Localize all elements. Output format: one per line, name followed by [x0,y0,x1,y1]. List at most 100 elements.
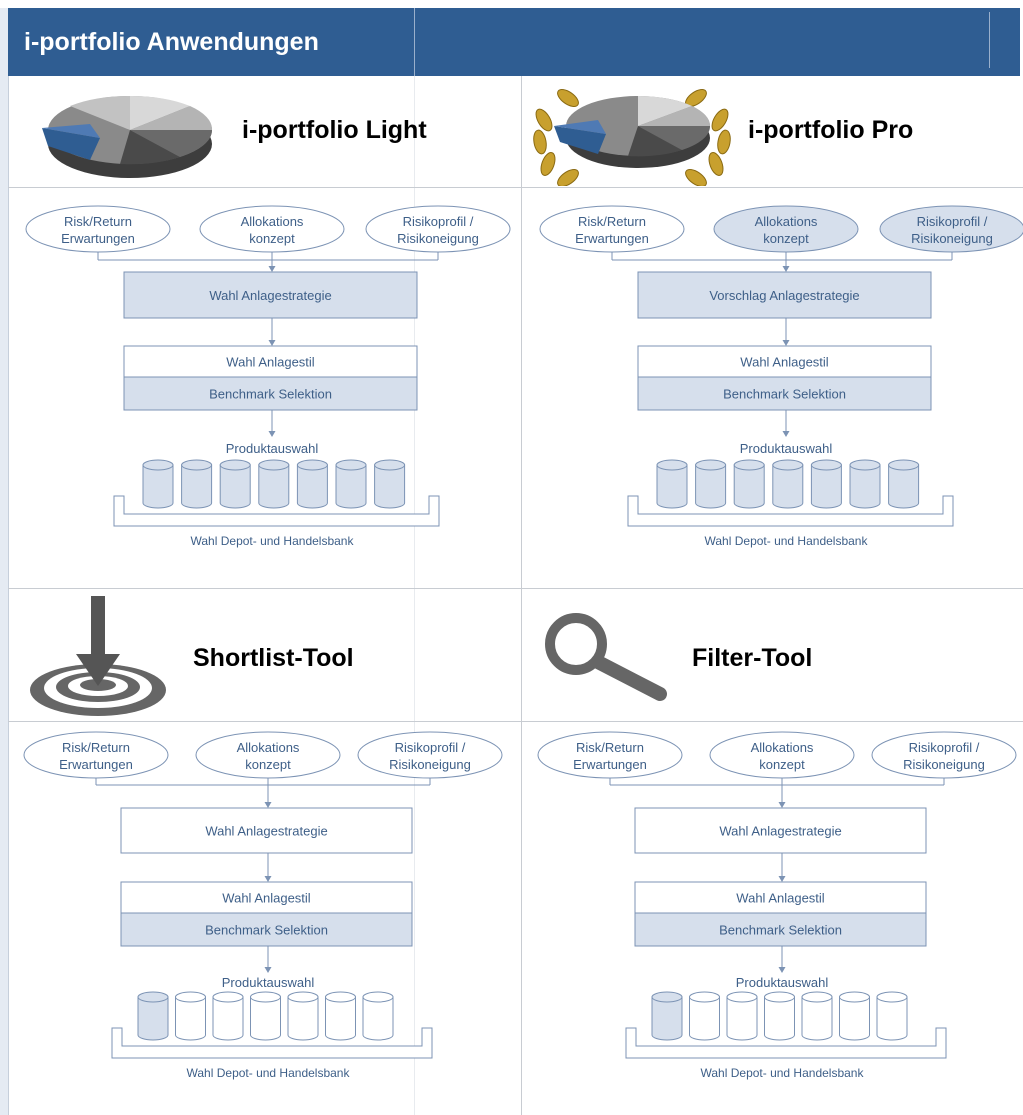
benchmark-box: Benchmark Selektion [120,912,413,947]
grid-line-row2 [8,588,1023,589]
anlagestil-box: Wahl Anlagestil [123,345,418,378]
benchmark-label: Benchmark Selektion [723,387,846,402]
target-arrow-icon [30,596,166,716]
input-oval-label-line1: Risikoprofil / [909,740,980,755]
depot-label: Wahl Depot- und Handelsbank [701,1066,865,1080]
anlagestil-box: Wahl Anlagestil [637,345,932,378]
anlagestil-label: Wahl Anlagestil [226,355,315,370]
input-oval-label-line2: Erwartungen [573,757,647,772]
arrow-to-produkt-head [782,431,790,437]
quadrant-title-filter: Filter-Tool [692,644,813,672]
product-cylinder [137,991,169,1041]
input-oval-label-line1: Risikoprofil / [403,214,474,229]
input-oval-3: Risikoprofil /Risikoneigung [871,731,1017,779]
product-cylinder [876,991,908,1041]
product-cylinder [801,991,833,1041]
product-cylinder [335,459,367,509]
product-cylinder [726,991,758,1041]
input-oval-label-line2: Erwartungen [59,757,133,772]
input-oval-label-line2: konzept [759,757,805,772]
left-border [8,76,9,1115]
benchmark-label: Benchmark Selektion [719,923,842,938]
grid-vertical-faint [414,76,415,1115]
depot-tray [111,1027,433,1059]
input-oval-label-line2: Risikoneigung [389,757,471,772]
depot-tray [625,1027,947,1059]
depot-tray [113,495,440,527]
input-oval-label-line2: konzept [249,231,295,246]
input-oval-3: Risikoprofil / Risikoneigung [365,205,511,253]
depot-label: Wahl Depot- und Handelsbank [705,534,869,548]
arrow-to-stil-head [268,340,276,346]
input-oval-label-line2: Erwartungen [61,231,135,246]
input-oval-3: Risikoprofil /Risikoneigung [879,205,1023,253]
produktauswahl-label: Produktauswahl [740,441,833,456]
pie-chart-icon [42,95,213,178]
strategy-label: Wahl Anlagestrategie [719,824,841,839]
grid-line-row3 [8,721,1023,722]
arrow-to-stil-head [778,876,786,882]
product-cylinder [888,459,920,509]
strategy-box: Wahl Anlagestrategie [120,807,413,854]
produktauswahl-label: Produktauswahl [222,975,315,990]
header-tick [989,12,990,68]
product-cylinder [374,459,406,509]
quadrant-title-pro: i-portfolio Pro [748,116,914,144]
input-oval-label-line2: Erwartungen [575,231,649,246]
arrow-to-stil-head [782,340,790,346]
input-oval-label-line1: Risk/Return [576,740,644,755]
quadrant-title-shortlist: Shortlist-Tool [193,644,354,672]
arrow-to-stil-head [264,876,272,882]
strategy-box: Wahl Anlagestrategie [634,807,927,854]
input-oval-label-line1: Allokations [237,740,300,755]
input-oval-label-line2: konzept [245,757,291,772]
product-cylinder [258,459,290,509]
anlagestil-label: Wahl Anlagestil [222,891,311,906]
product-cylinder [656,459,688,509]
product-cylinder [695,459,727,509]
input-oval-2: Allokations konzept [195,731,341,779]
header-divider [414,8,415,76]
product-cylinder [212,991,244,1041]
magnifier-icon [545,613,667,701]
depot-label: Wahl Depot- und Handelsbank [191,534,355,548]
depot-label: Wahl Depot- und Handelsbank [187,1066,351,1080]
input-oval-label-line1: Risk/Return [62,740,130,755]
anlagestil-label: Wahl Anlagestil [736,891,825,906]
arrow-to-strategy-head [268,266,276,272]
arrow-to-strategy-head [778,802,786,808]
product-cylinder [849,459,881,509]
page-title: i-portfolio Anwendungen [24,28,319,56]
input-oval-label-line1: Risikoprofil / [395,740,466,755]
product-cylinder [810,459,842,509]
product-cylinder [175,991,206,1041]
product-cylinder [181,459,213,509]
produktauswahl-label: Produktauswahl [226,441,319,456]
laurel-pie-chart-icon [533,89,731,186]
left-sidebar-strip [0,8,8,1115]
anlagestil-label: Wahl Anlagestil [740,355,829,370]
produktauswahl-label: Produktauswahl [736,975,829,990]
benchmark-label: Benchmark Selektion [205,923,328,938]
input-oval-label-line2: Risikoneigung [397,231,479,246]
input-oval-label-line1: Risk/Return [578,214,646,229]
grid-line-row1 [8,187,1023,188]
quadrant-title-light: i-portfolio Light [242,116,427,144]
strategy-box: Wahl Anlagestrategie [123,271,418,319]
strategy-label: Wahl Anlagestrategie [205,824,327,839]
benchmark-box: Benchmark Selektion [637,376,932,411]
arrow-to-produkt-head [264,967,272,973]
product-cylinder [733,459,765,509]
input-oval-label-line1: Risk/Return [64,214,132,229]
product-cylinder [764,991,795,1041]
input-oval-3: Risikoprofil / Risikoneigung [357,731,503,779]
benchmark-box: Benchmark Selektion [634,912,927,947]
